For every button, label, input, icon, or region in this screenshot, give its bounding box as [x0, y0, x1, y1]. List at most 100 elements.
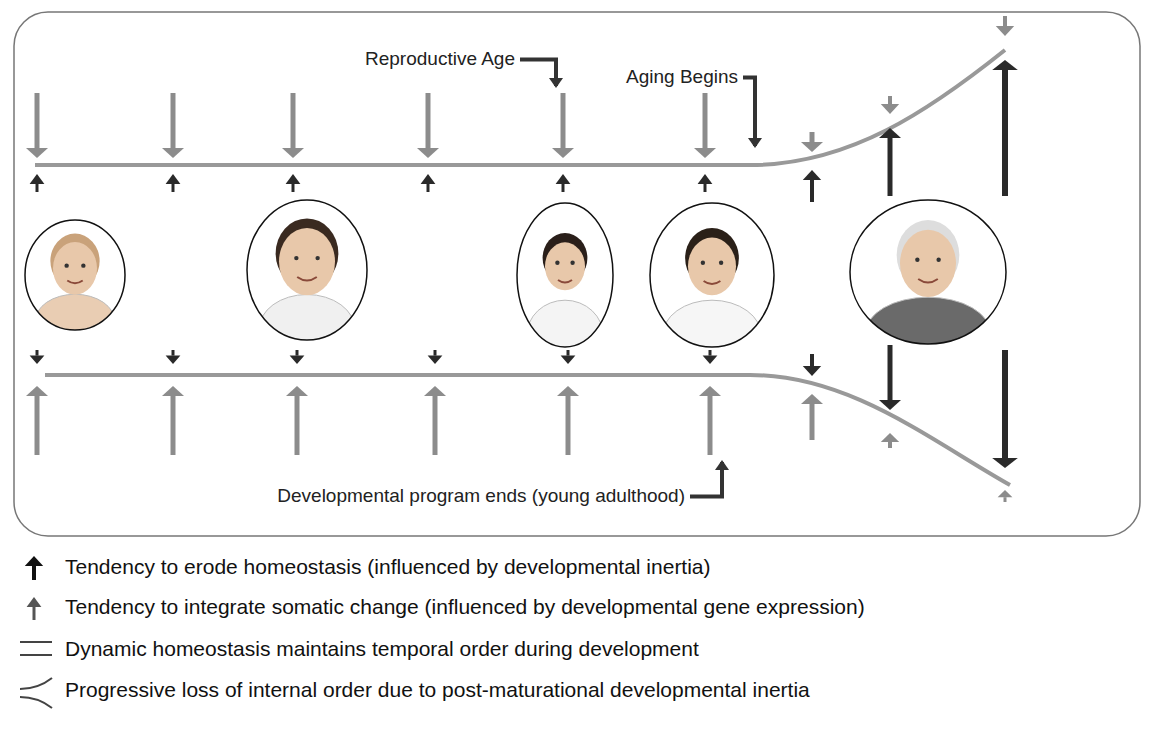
arrow-head — [30, 174, 45, 184]
arrow-shaft — [172, 184, 175, 192]
arrow-head — [992, 60, 1018, 70]
callout-bracket — [520, 59, 556, 86]
callout-label: Aging Begins — [626, 66, 738, 89]
bracket-head — [715, 460, 729, 470]
arrow-shaft — [562, 184, 565, 192]
arrow-shaft — [810, 180, 814, 202]
arrow-head — [421, 174, 436, 184]
arrow-head — [286, 386, 308, 396]
callout-bracket — [743, 77, 755, 146]
arrow-shaft — [36, 184, 39, 192]
arrow-shaft — [888, 442, 892, 448]
arrow-head — [286, 174, 301, 184]
arrow-shaft — [291, 93, 296, 148]
arrow-head — [166, 356, 181, 364]
arrow-head — [428, 356, 443, 364]
arrow-shaft — [888, 96, 892, 104]
arrow-head — [25, 556, 43, 566]
bracket-head — [549, 78, 563, 88]
arrow-head — [552, 148, 574, 158]
arrow-head — [557, 386, 579, 396]
arrow-shaft — [32, 566, 36, 580]
arrow-head — [879, 400, 901, 410]
person-portrait — [650, 203, 774, 372]
arrow-head — [881, 433, 899, 442]
arrow-head — [803, 366, 821, 376]
arrow-shaft — [427, 184, 430, 192]
arrow-shaft — [704, 184, 707, 192]
arrow-shaft — [434, 350, 437, 356]
arrow-head — [699, 386, 721, 396]
arrow-shaft — [296, 350, 299, 356]
arrow-head — [282, 148, 304, 158]
frame — [14, 12, 1140, 536]
arrow-shaft — [426, 93, 431, 148]
person-portrait — [517, 203, 613, 372]
arrow-head — [996, 26, 1014, 36]
person-portrait — [25, 220, 125, 349]
arrow-head — [561, 356, 576, 364]
person-portrait — [247, 200, 367, 365]
arrow-head — [556, 174, 571, 184]
upper-line — [35, 50, 1005, 165]
arrow-shaft — [172, 350, 175, 356]
arrow-shaft — [171, 396, 176, 455]
arrow-shaft — [709, 350, 712, 356]
arrow-shaft — [810, 132, 815, 142]
arrow-head — [27, 597, 42, 607]
arrow-head — [992, 458, 1018, 468]
arrow-shaft — [292, 184, 295, 192]
arrow-head — [801, 142, 823, 152]
arrow-shaft — [1004, 497, 1007, 502]
arrow-head — [417, 148, 439, 158]
bracket-head — [748, 138, 762, 148]
arrow-head — [30, 356, 45, 364]
legend-line — [20, 654, 52, 656]
legend-curve — [20, 697, 52, 708]
arrow-shaft — [708, 396, 713, 455]
arrow-shaft — [1003, 16, 1007, 26]
arrow-shaft — [567, 350, 570, 356]
arrow-head — [290, 356, 305, 364]
arrow-shaft — [810, 354, 814, 366]
arrow-shaft — [1002, 350, 1008, 458]
arrow-head — [703, 356, 718, 364]
callout-label: Reproductive Age — [365, 48, 515, 71]
arrow-head — [26, 386, 48, 396]
legend-line — [20, 641, 52, 643]
arrow-head — [424, 386, 446, 396]
legend-text: Dynamic homeostasis maintains temporal o… — [65, 636, 699, 661]
legend-text: Tendency to erode homeostasis (influence… — [65, 554, 711, 579]
arrow-shaft — [888, 138, 893, 196]
arrow-shaft — [1002, 70, 1008, 196]
arrow-head — [162, 386, 184, 396]
arrow-shaft — [295, 396, 300, 455]
arrow-head — [998, 490, 1013, 497]
arrow-shaft — [36, 350, 39, 356]
legend-text: Progressive loss of internal order due t… — [65, 677, 810, 702]
arrow-head — [881, 104, 899, 114]
arrow-head — [879, 128, 901, 138]
legend-text: Tendency to integrate somatic change (in… — [65, 594, 865, 619]
arrow-shaft — [33, 607, 36, 620]
arrow-shaft — [810, 404, 815, 440]
lower-line — [45, 375, 1010, 485]
arrow-shaft — [703, 93, 708, 148]
arrow-shaft — [433, 396, 438, 455]
arrow-head — [803, 170, 821, 180]
arrow-shaft — [35, 396, 40, 455]
arrow-shaft — [566, 396, 571, 455]
arrow-head — [162, 148, 184, 158]
arrow-shaft — [35, 93, 40, 148]
person-portrait — [850, 200, 1006, 369]
arrow-head — [694, 148, 716, 158]
arrow-head — [801, 394, 823, 404]
callout-label: Developmental program ends (young adulth… — [277, 485, 685, 508]
arrow-head — [698, 174, 713, 184]
arrow-head — [26, 148, 48, 158]
arrow-head — [166, 174, 181, 184]
legend-curve — [20, 678, 52, 689]
arrow-shaft — [888, 345, 893, 400]
arrow-shaft — [171, 93, 176, 148]
